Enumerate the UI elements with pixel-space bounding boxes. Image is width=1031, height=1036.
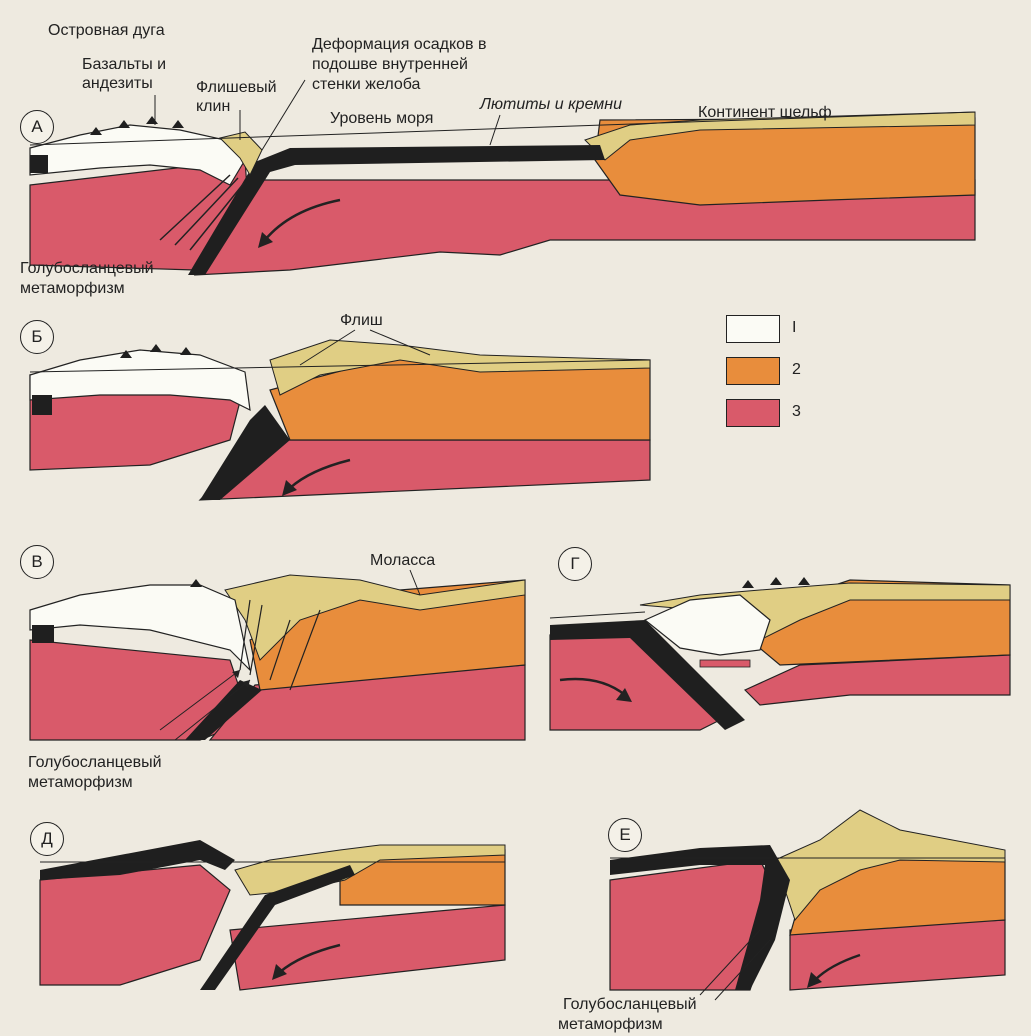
legend-number-2: 2 [792,361,801,379]
label-blueschist-e-line1: Голубосланцевый [563,996,697,1014]
label-sea-level: Уровень моря [330,110,433,128]
label-deformation-line3: стенки желоба [312,76,420,94]
label-deformation-line2: подошве внутренней [312,56,468,74]
panel-letter-e: Д [30,822,64,856]
panel-a-black-block [30,155,48,173]
panel-e-mantle-right [230,905,505,990]
legend-swatch-3 [726,399,780,427]
label-blueschist-a-line2: метаморфизм [20,280,125,298]
panel-d-sea-level [550,612,645,618]
panel-letter-d: Г [558,547,592,581]
legend-swatch-2 [726,357,780,385]
panel-c-black-block [32,625,54,643]
legend-swatch-1 [726,315,780,343]
panel-c-volcano [190,579,202,587]
panel-letter-f: Е [608,818,642,852]
label-basalts-line1: Базальты и [82,56,166,74]
panel-letter-b: Б [20,320,54,354]
panel-d-red-lens [700,660,750,667]
panel-e-section [40,840,505,990]
label-island-arc: Островная дуга [48,22,165,40]
panel-letter-c: В [20,545,54,579]
legend-number-3: 3 [792,403,801,421]
panel-f-section [610,810,1005,1000]
panel-e-mantle-left [40,865,230,985]
label-deformation-line1: Деформация осадков в [312,36,486,54]
label-basalts-line2: андезиты [82,75,153,93]
panel-d-volcanoes [742,577,810,588]
panel-c-section [30,570,525,740]
panel-d-section [550,577,1010,730]
label-lutites: Лютиты и кремни [480,96,622,114]
label-blueschist-c-line1: Голубосланцевый [28,754,162,772]
label-flysch-wedge-line2: клин [196,98,230,116]
panel-b-black-block [32,395,52,415]
label-continent-shelf: Континент шельф [698,104,832,122]
label-flysch: Флиш [340,312,383,330]
panel-letter-a: А [20,110,54,144]
label-blueschist-c-line2: метаморфизм [28,774,133,792]
panel-b-section [30,330,650,500]
label-blueschist-a-line1: Голубосланцевый [20,260,154,278]
label-molasse: Молассa [370,552,435,570]
legend-number-1: I [792,319,796,337]
label-flysch-wedge-line1: Флишевый [196,79,277,97]
label-blueschist-e-line2: метаморфизм [558,1016,663,1034]
